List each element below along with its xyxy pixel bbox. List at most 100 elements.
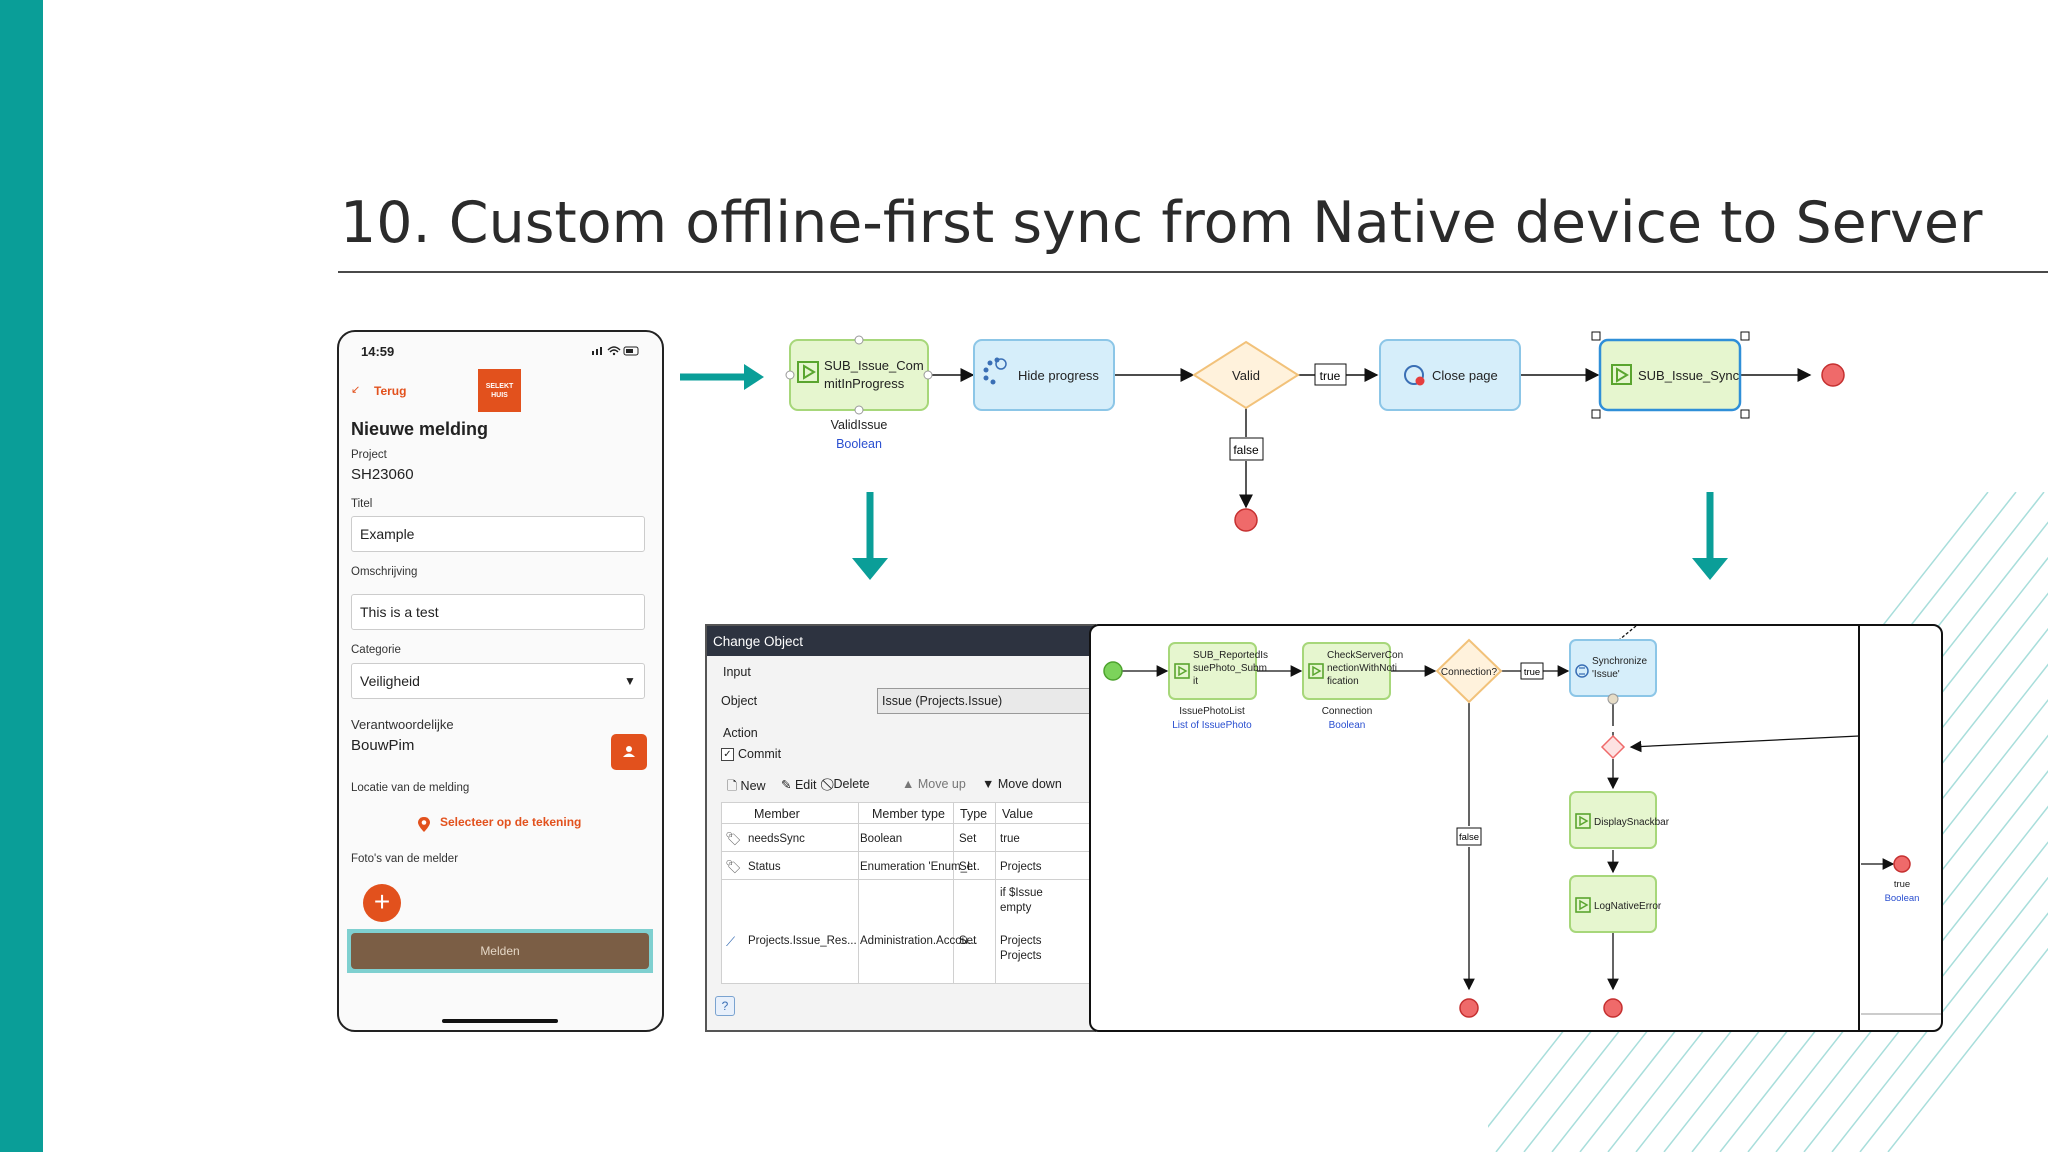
new-doc-icon: 🗋 xyxy=(727,779,738,793)
sub-issue-sync-node[interactable]: SUB_Issue_Sync xyxy=(1591,331,1750,419)
issue-photo-list-type: List of IssuePhoto xyxy=(1172,720,1252,731)
phone-mockup: 14:59 ↙ Terug SELEKT HUIS Nieuwe melding… xyxy=(337,330,664,1032)
location-pin-icon xyxy=(418,817,430,832)
display-snackbar-label: DisplaySnackbar xyxy=(1594,817,1670,828)
project-value: SH23060 xyxy=(351,466,414,483)
close-page-node[interactable]: Close page xyxy=(1379,339,1521,411)
close-page-icon xyxy=(1404,365,1424,385)
back-link[interactable]: Terug xyxy=(374,384,407,398)
select-person-button[interactable] xyxy=(611,734,647,770)
sub-issue-commit-line1: SUB_Issue_Com xyxy=(824,358,924,373)
connection-decision-label: Connection? xyxy=(1441,667,1498,678)
check-server-connection-node[interactable]: CheckServerCon nectionWithNoti fication xyxy=(1302,642,1403,700)
stripe-line xyxy=(1859,912,2048,1152)
locatie-link[interactable]: Selecteer op de tekening xyxy=(440,815,582,829)
synchronize-issue-node[interactable]: Synchronize 'Issue' xyxy=(1569,639,1657,705)
end-event-log[interactable] xyxy=(1603,998,1623,1018)
row-value-line: Projects xyxy=(1000,935,1042,947)
connection-output: Connection xyxy=(1322,706,1373,717)
new-button[interactable]: 🗋 New xyxy=(727,777,766,798)
end-event-false[interactable] xyxy=(1459,998,1479,1018)
title-divider xyxy=(338,271,2048,273)
titel-label: Titel xyxy=(351,498,373,510)
commit-checkbox[interactable]: ✓ xyxy=(721,748,734,761)
col-header-value: Value xyxy=(1002,807,1034,821)
categorie-select[interactable]: Veiligheid ▼ xyxy=(351,663,645,699)
help-icon[interactable]: ? xyxy=(715,996,735,1016)
object-select[interactable]: Issue (Projects.Issue) xyxy=(877,688,1094,714)
change-object-title: Change Object xyxy=(713,634,804,649)
row-type: Set xyxy=(959,935,977,947)
row-member[interactable]: Status xyxy=(748,861,781,873)
input-section-label: Input xyxy=(723,665,751,679)
valid-decision[interactable]: Valid xyxy=(1192,340,1300,410)
log-native-error-node[interactable]: LogNativeError xyxy=(1569,875,1662,933)
connection-decision[interactable]: Connection? xyxy=(1435,638,1503,704)
move-down-button[interactable]: ▼ Move down xyxy=(982,777,1062,791)
end-event-true[interactable] xyxy=(1893,855,1911,873)
svg-text:SUB_ReportedIs: SUB_ReportedIs xyxy=(1193,650,1268,661)
object-select-value: Issue (Projects.Issue) xyxy=(882,694,1003,708)
chevron-down-icon: ▼ xyxy=(624,674,636,688)
false-label-box xyxy=(1456,827,1482,846)
stripe-line xyxy=(1775,805,2048,1152)
delete-button-label: Delete xyxy=(833,777,870,791)
valid-issue-output: ValidIssue xyxy=(831,418,888,432)
stripe-line xyxy=(1887,947,2048,1152)
row-type: Set xyxy=(959,833,977,845)
stripe-line xyxy=(1747,770,2048,1152)
sub-reported-photo-node[interactable]: SUB_ReportedIs suePhoto_Subm it xyxy=(1168,642,1268,700)
progress-icon xyxy=(983,357,1007,385)
omschrijving-label: Omschrijving xyxy=(351,566,418,578)
edit-button[interactable]: ✎ Edit xyxy=(781,777,817,792)
display-snackbar-node[interactable]: DisplaySnackbar xyxy=(1569,791,1670,849)
members-table: Member Member type Type Value 🏷 needsSyn… xyxy=(721,802,1094,984)
end-event-top[interactable] xyxy=(1821,363,1845,387)
verantwoordelijke-label: Verantwoordelijke xyxy=(351,717,454,732)
status-time: 14:59 xyxy=(361,344,395,359)
row-member[interactable]: Projects.Issue_Res... xyxy=(748,935,857,947)
top-microflow: SUB_Issue_Com mitInProgress ValidIssue B… xyxy=(785,331,1845,532)
sub-issue-sync-label: SUB_Issue_Sync xyxy=(1638,368,1740,383)
move-up-button[interactable]: ▲ Move up xyxy=(902,777,966,791)
form-heading: Nieuwe melding xyxy=(351,419,489,439)
association-icon: ⟋ xyxy=(726,934,736,949)
row-member[interactable]: needsSync xyxy=(748,833,805,845)
stripe-line xyxy=(1691,698,2048,1152)
connection-type: Boolean xyxy=(1329,720,1366,731)
hide-progress-node[interactable]: Hide progress xyxy=(973,339,1115,411)
change-object-dialog: Change Object Input Object Issue (Projec… xyxy=(705,624,1096,1032)
titel-input-value: Example xyxy=(360,526,415,542)
teal-arrow-down-2-head xyxy=(1692,558,1728,580)
row-member-type: Boolean xyxy=(860,833,903,845)
row-value: true xyxy=(1000,833,1020,845)
svg-text:nectionWithNoti: nectionWithNoti xyxy=(1327,663,1397,674)
teal-arrow-right-head xyxy=(744,364,764,390)
omschrijving-input[interactable]: This is a test xyxy=(351,594,645,630)
svg-text:CheckServerCon: CheckServerCon xyxy=(1327,650,1403,661)
row-member-type: Administration.Accou... xyxy=(860,935,978,947)
true-label: true xyxy=(1320,369,1341,383)
svg-text:suePhoto_Subm: suePhoto_Subm xyxy=(1193,663,1267,674)
svg-text:fication: fication xyxy=(1327,676,1359,687)
triangle-up-icon: ▲ xyxy=(902,777,915,791)
false-label-box xyxy=(1229,437,1264,461)
triangle-down-icon: ▼ xyxy=(982,777,995,791)
end-event-false[interactable] xyxy=(1234,508,1258,532)
add-photo-button[interactable]: + xyxy=(363,884,401,922)
delete-button[interactable]: ⃠ Delete xyxy=(830,777,870,792)
stripe-line xyxy=(1831,876,2048,1152)
submit-button[interactable]: Melden xyxy=(351,933,649,969)
merge-node[interactable] xyxy=(1600,734,1626,760)
true-label: true xyxy=(1524,667,1540,678)
move-up-label: Move up xyxy=(917,777,966,791)
stripe-line xyxy=(1803,841,2048,1152)
sync-microflow: SUB_ReportedIs suePhoto_Subm it IssuePho… xyxy=(1103,626,1941,1030)
titel-input[interactable]: Example xyxy=(351,516,645,552)
false-label: false xyxy=(1459,832,1479,843)
sub-issue-commit-node[interactable]: SUB_Issue_Com mitInProgress xyxy=(785,335,933,415)
start-event[interactable] xyxy=(1103,661,1123,681)
back-arrow-icon[interactable]: ↙ xyxy=(351,384,361,396)
row-value-line: Projects xyxy=(1000,950,1042,962)
close-page-label: Close page xyxy=(1432,368,1498,383)
